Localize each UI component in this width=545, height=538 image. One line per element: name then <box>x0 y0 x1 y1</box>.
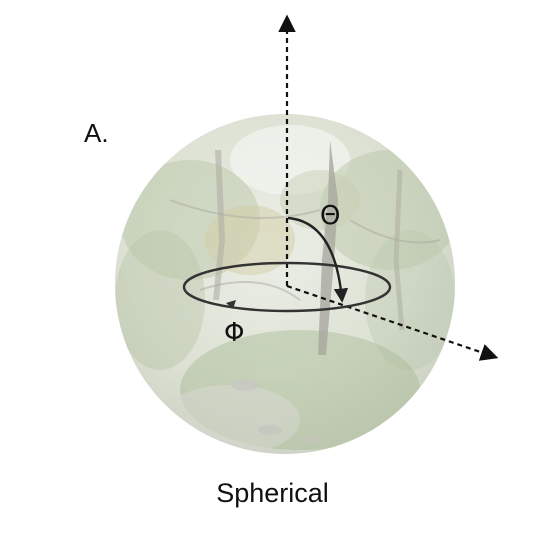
figure-caption: Spherical <box>216 478 329 508</box>
panel-label: A. <box>84 118 109 148</box>
sphere-photo <box>115 114 455 454</box>
phi-ring <box>182 261 392 313</box>
ring-arrow-icon <box>226 300 236 309</box>
arc-arrow-icon <box>287 216 349 303</box>
x-axis <box>286 284 499 361</box>
theta-label: Θ <box>320 201 340 231</box>
phi-label: Φ <box>224 318 244 348</box>
